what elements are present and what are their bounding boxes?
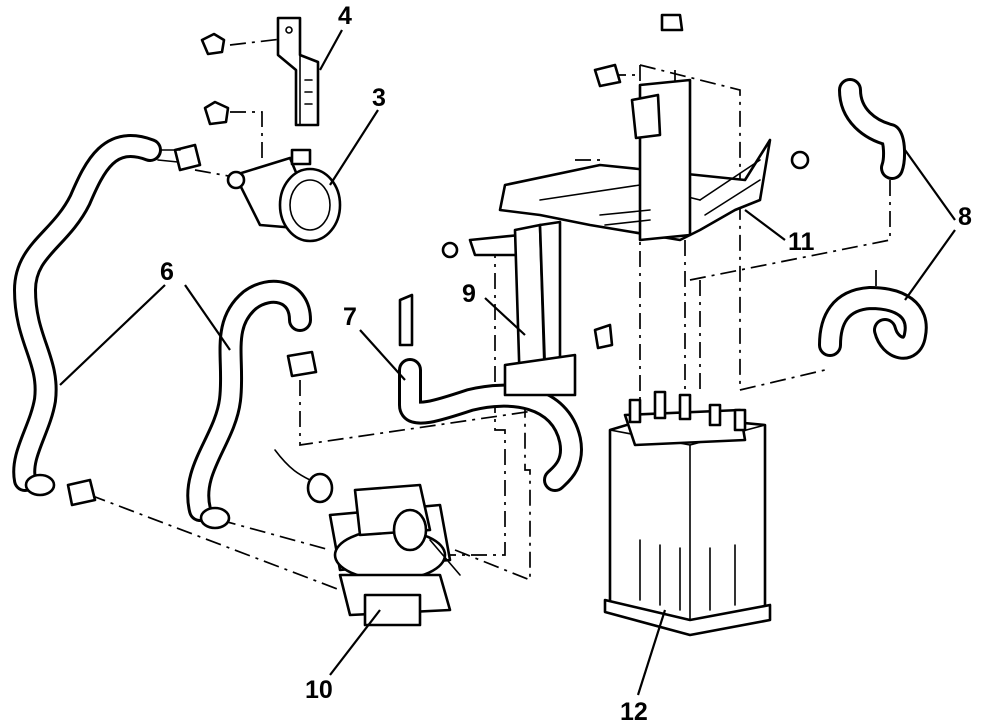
part-3-solenoid	[157, 100, 342, 243]
part-10-valve	[274, 449, 461, 627]
callout-8: 8	[958, 203, 972, 231]
callout-leaders	[59, 29, 956, 696]
part-8-hose-right	[790, 78, 928, 360]
part-12-canister	[603, 390, 772, 637]
callout-3: 3	[372, 84, 386, 112]
part-6-hose-left	[12, 134, 162, 507]
callout-9: 9	[462, 280, 476, 308]
callout-11: 11	[788, 228, 815, 256]
part-7-pipe	[398, 293, 583, 492]
callout-7: 7	[343, 303, 357, 331]
part-9-bracket	[503, 220, 614, 397]
part-6-hose-middle	[186, 279, 318, 530]
callout-6: 6	[160, 258, 174, 286]
callout-10: 10	[305, 676, 333, 704]
callout-12: 12	[620, 698, 648, 726]
alignment-lines	[89, 37, 891, 591]
part-4-bracket	[200, 16, 320, 127]
callout-4: 4	[338, 2, 352, 30]
part-11-bracket	[441, 13, 772, 259]
